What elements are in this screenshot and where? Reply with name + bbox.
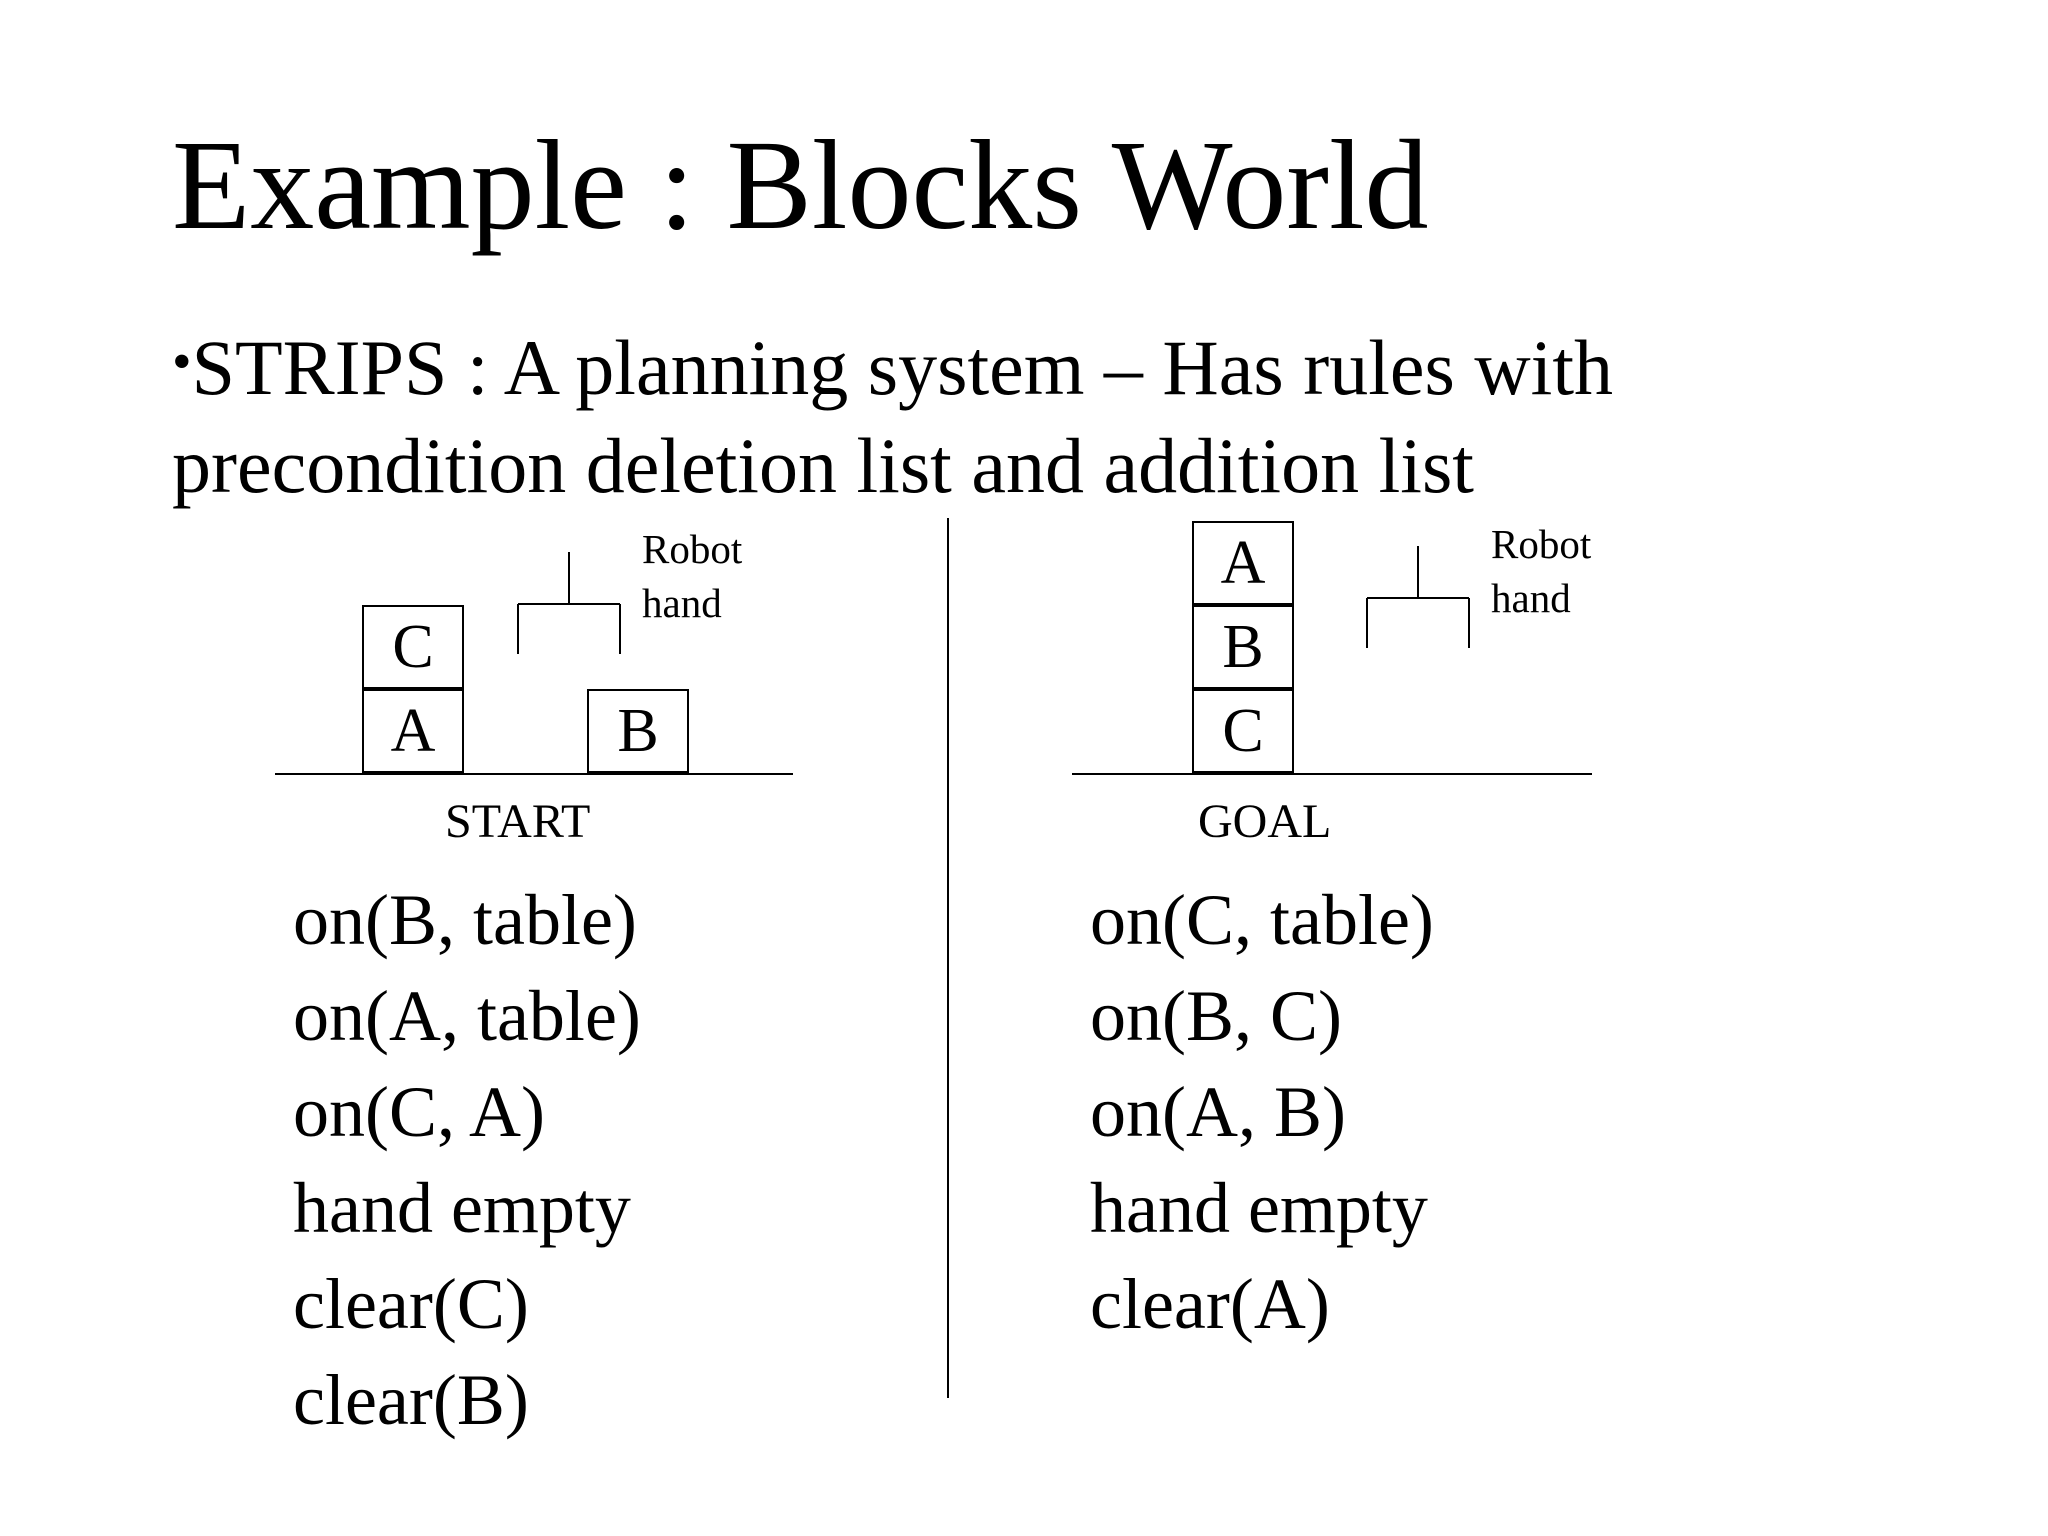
goal-fact: clear(A): [1090, 1264, 1330, 1344]
goal-fact: hand empty: [1090, 1168, 1428, 1248]
start-label: START: [445, 795, 591, 848]
bullet-text-1: STRIPS : A planning system – Has rules w…: [191, 324, 1614, 411]
goal-fact: on(A, B): [1090, 1072, 1346, 1152]
start-table-line: [275, 773, 793, 775]
goal-robot-hand-icon: [1366, 546, 1470, 648]
start-block-b: B: [587, 689, 689, 773]
start-robot-hand-icon: [517, 552, 621, 654]
goal-fact: on(C, table): [1090, 880, 1434, 960]
goal-table-line: [1072, 773, 1592, 775]
goal-block-b: B: [1192, 605, 1294, 689]
goal-fact: on(B, C): [1090, 976, 1342, 1056]
slide-title: Example : Blocks World: [172, 114, 1429, 256]
goal-block-a: A: [1192, 521, 1294, 605]
bullet-marker: •: [172, 331, 192, 393]
start-block-a: A: [362, 689, 464, 773]
start-hand-label-2: hand: [642, 580, 722, 626]
goal-block-c: C: [1192, 689, 1294, 773]
start-fact: clear(C): [293, 1264, 529, 1344]
bullet-line-2: precondition deletion list and addition …: [172, 422, 1474, 509]
goal-hand-label-1: Robot: [1491, 521, 1592, 567]
goal-hand-label-2: hand: [1491, 575, 1571, 621]
goal-facts-list: on(C, table) on(B, C) on(A, B) hand empt…: [1090, 872, 1434, 1352]
bullet-line-1: •STRIPS : A planning system – Has rules …: [172, 320, 1613, 424]
start-block-c: C: [362, 605, 464, 689]
goal-label: GOAL: [1198, 795, 1332, 848]
start-facts-list: on(B, table) on(A, table) on(C, A) hand …: [293, 872, 641, 1448]
start-hand-label-1: Robot: [642, 526, 743, 572]
start-fact: on(B, table): [293, 880, 637, 960]
center-divider: [947, 518, 949, 1398]
start-fact: hand empty: [293, 1168, 631, 1248]
start-fact: clear(B): [293, 1360, 529, 1440]
start-fact: on(A, table): [293, 976, 641, 1056]
start-fact: on(C, A): [293, 1072, 545, 1152]
